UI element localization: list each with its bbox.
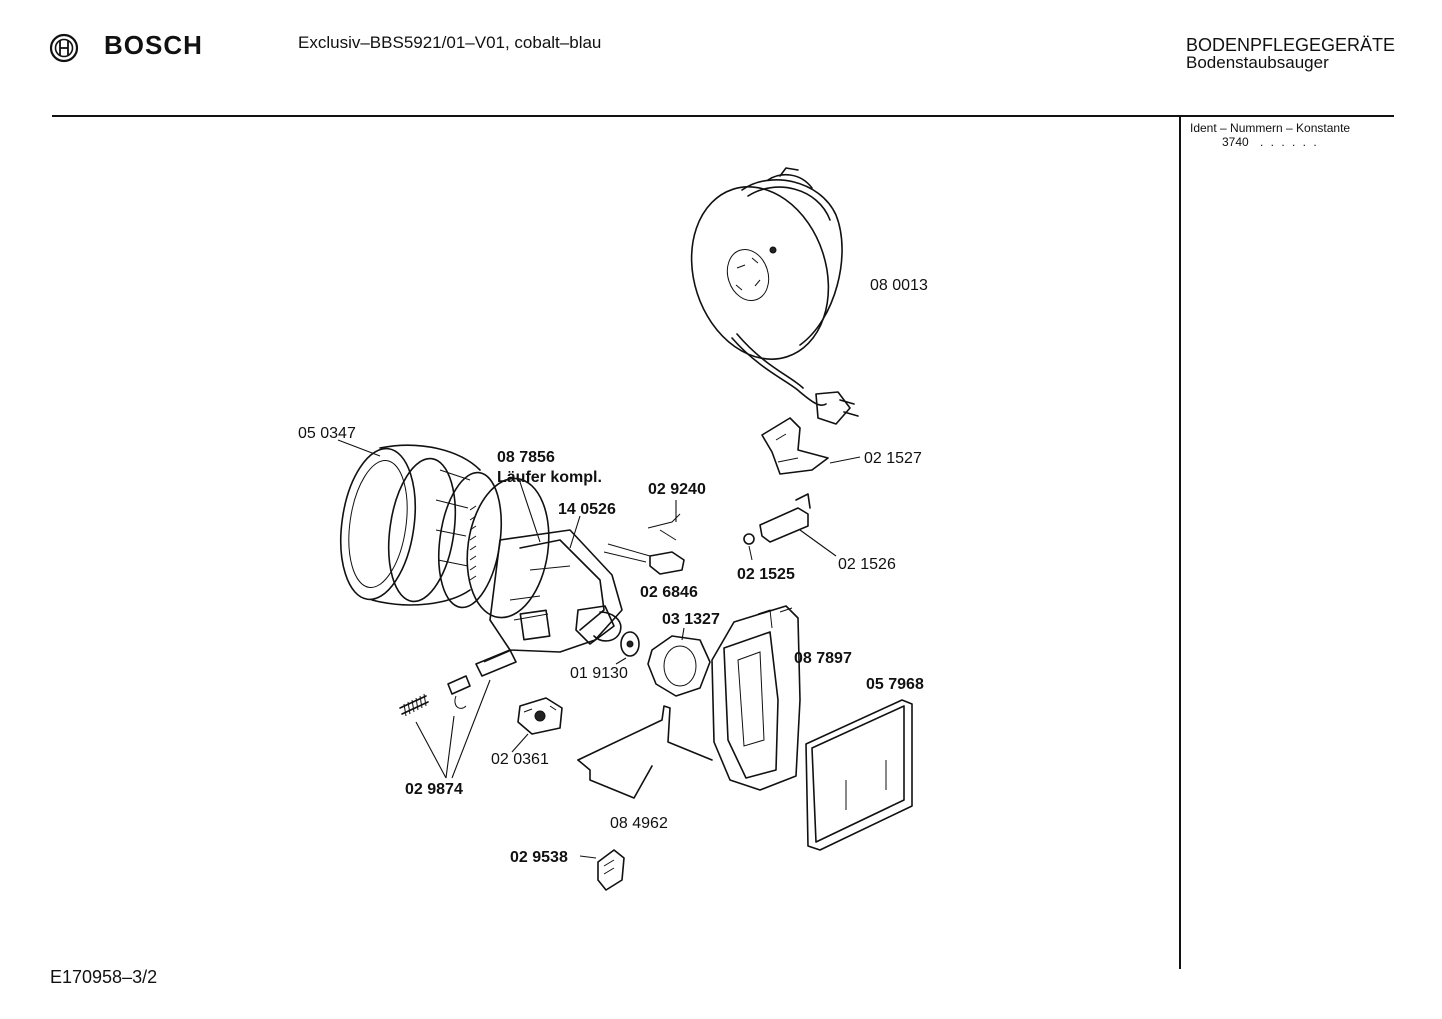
part-label-140526: 14 0526 [558, 501, 616, 518]
part-label-021527: 02 1527 [864, 450, 922, 467]
header-divider [52, 115, 1394, 117]
brand-name: BOSCH [104, 30, 203, 60]
part-label-057968: 05 7968 [866, 676, 924, 693]
part-label-019130: 01 9130 [570, 665, 628, 682]
filter-pad-drawing [805, 699, 913, 851]
part-label-029538: 02 9538 [510, 849, 568, 866]
part-label-021526: 02 1526 [838, 556, 896, 573]
part-label-020361: 02 0361 [491, 751, 549, 768]
part-label-084962: 08 4962 [610, 815, 668, 832]
category-title: BODENPFLEGEGERÄTE [1186, 35, 1396, 55]
part-label-026846: 02 6846 [640, 584, 698, 601]
leader-021527 [829, 456, 861, 464]
leader-087856 [519, 481, 541, 543]
leader-050347 [337, 439, 381, 457]
filter-frame-drawing [711, 605, 801, 791]
cable-reel-drawing [690, 167, 859, 425]
ident-panel-title: Ident – Nummern – Konstante [1190, 121, 1351, 135]
leader-021526 [799, 529, 837, 557]
drawing-id: E170958–3/2 [50, 967, 158, 987]
subcategory-title: Bodenstaubsauger [1186, 53, 1329, 72]
leader-019130 [615, 657, 627, 665]
switch-drawing [743, 493, 811, 561]
leader-140526 [569, 515, 581, 549]
part-label-029240: 02 9240 [648, 481, 706, 498]
part-label-031327: 03 1327 [662, 611, 720, 628]
motor-rotor-drawing [489, 529, 623, 653]
part-label-029874: 02 9874 [405, 781, 463, 798]
leader-029538 [579, 855, 597, 859]
circuit-board-drawing [517, 697, 563, 735]
model-title: Exclusiv–BBS5921/01–V01, cobalt–blau [298, 33, 602, 52]
leader-031327 [681, 627, 685, 641]
part-label-087856-desc: Läufer kompl. [497, 469, 602, 486]
carbon-brushes-drawing [399, 649, 517, 717]
capacitor-drawing [603, 513, 685, 575]
bosch-logo-icon [49, 33, 79, 63]
part-label-087856: 08 7856 [497, 449, 555, 466]
side-panel-divider [1179, 117, 1181, 969]
bracket-drawing [761, 417, 829, 475]
leader-020361 [511, 733, 529, 753]
part-label-050347: 05 0347 [298, 425, 356, 442]
motor-housing-drawing [340, 444, 550, 619]
part-label-087897: 08 7897 [794, 650, 852, 667]
ident-number: 3740 [1222, 135, 1249, 149]
part-label-080013: 08 0013 [870, 277, 928, 294]
leader-029874 [415, 679, 491, 779]
ident-dots: . . . . . . [1260, 135, 1319, 149]
clip-drawing [597, 849, 625, 891]
seal-ring-drawing [620, 631, 711, 697]
part-label-021525: 02 1525 [737, 566, 795, 583]
bent-plate-drawing [577, 705, 713, 799]
